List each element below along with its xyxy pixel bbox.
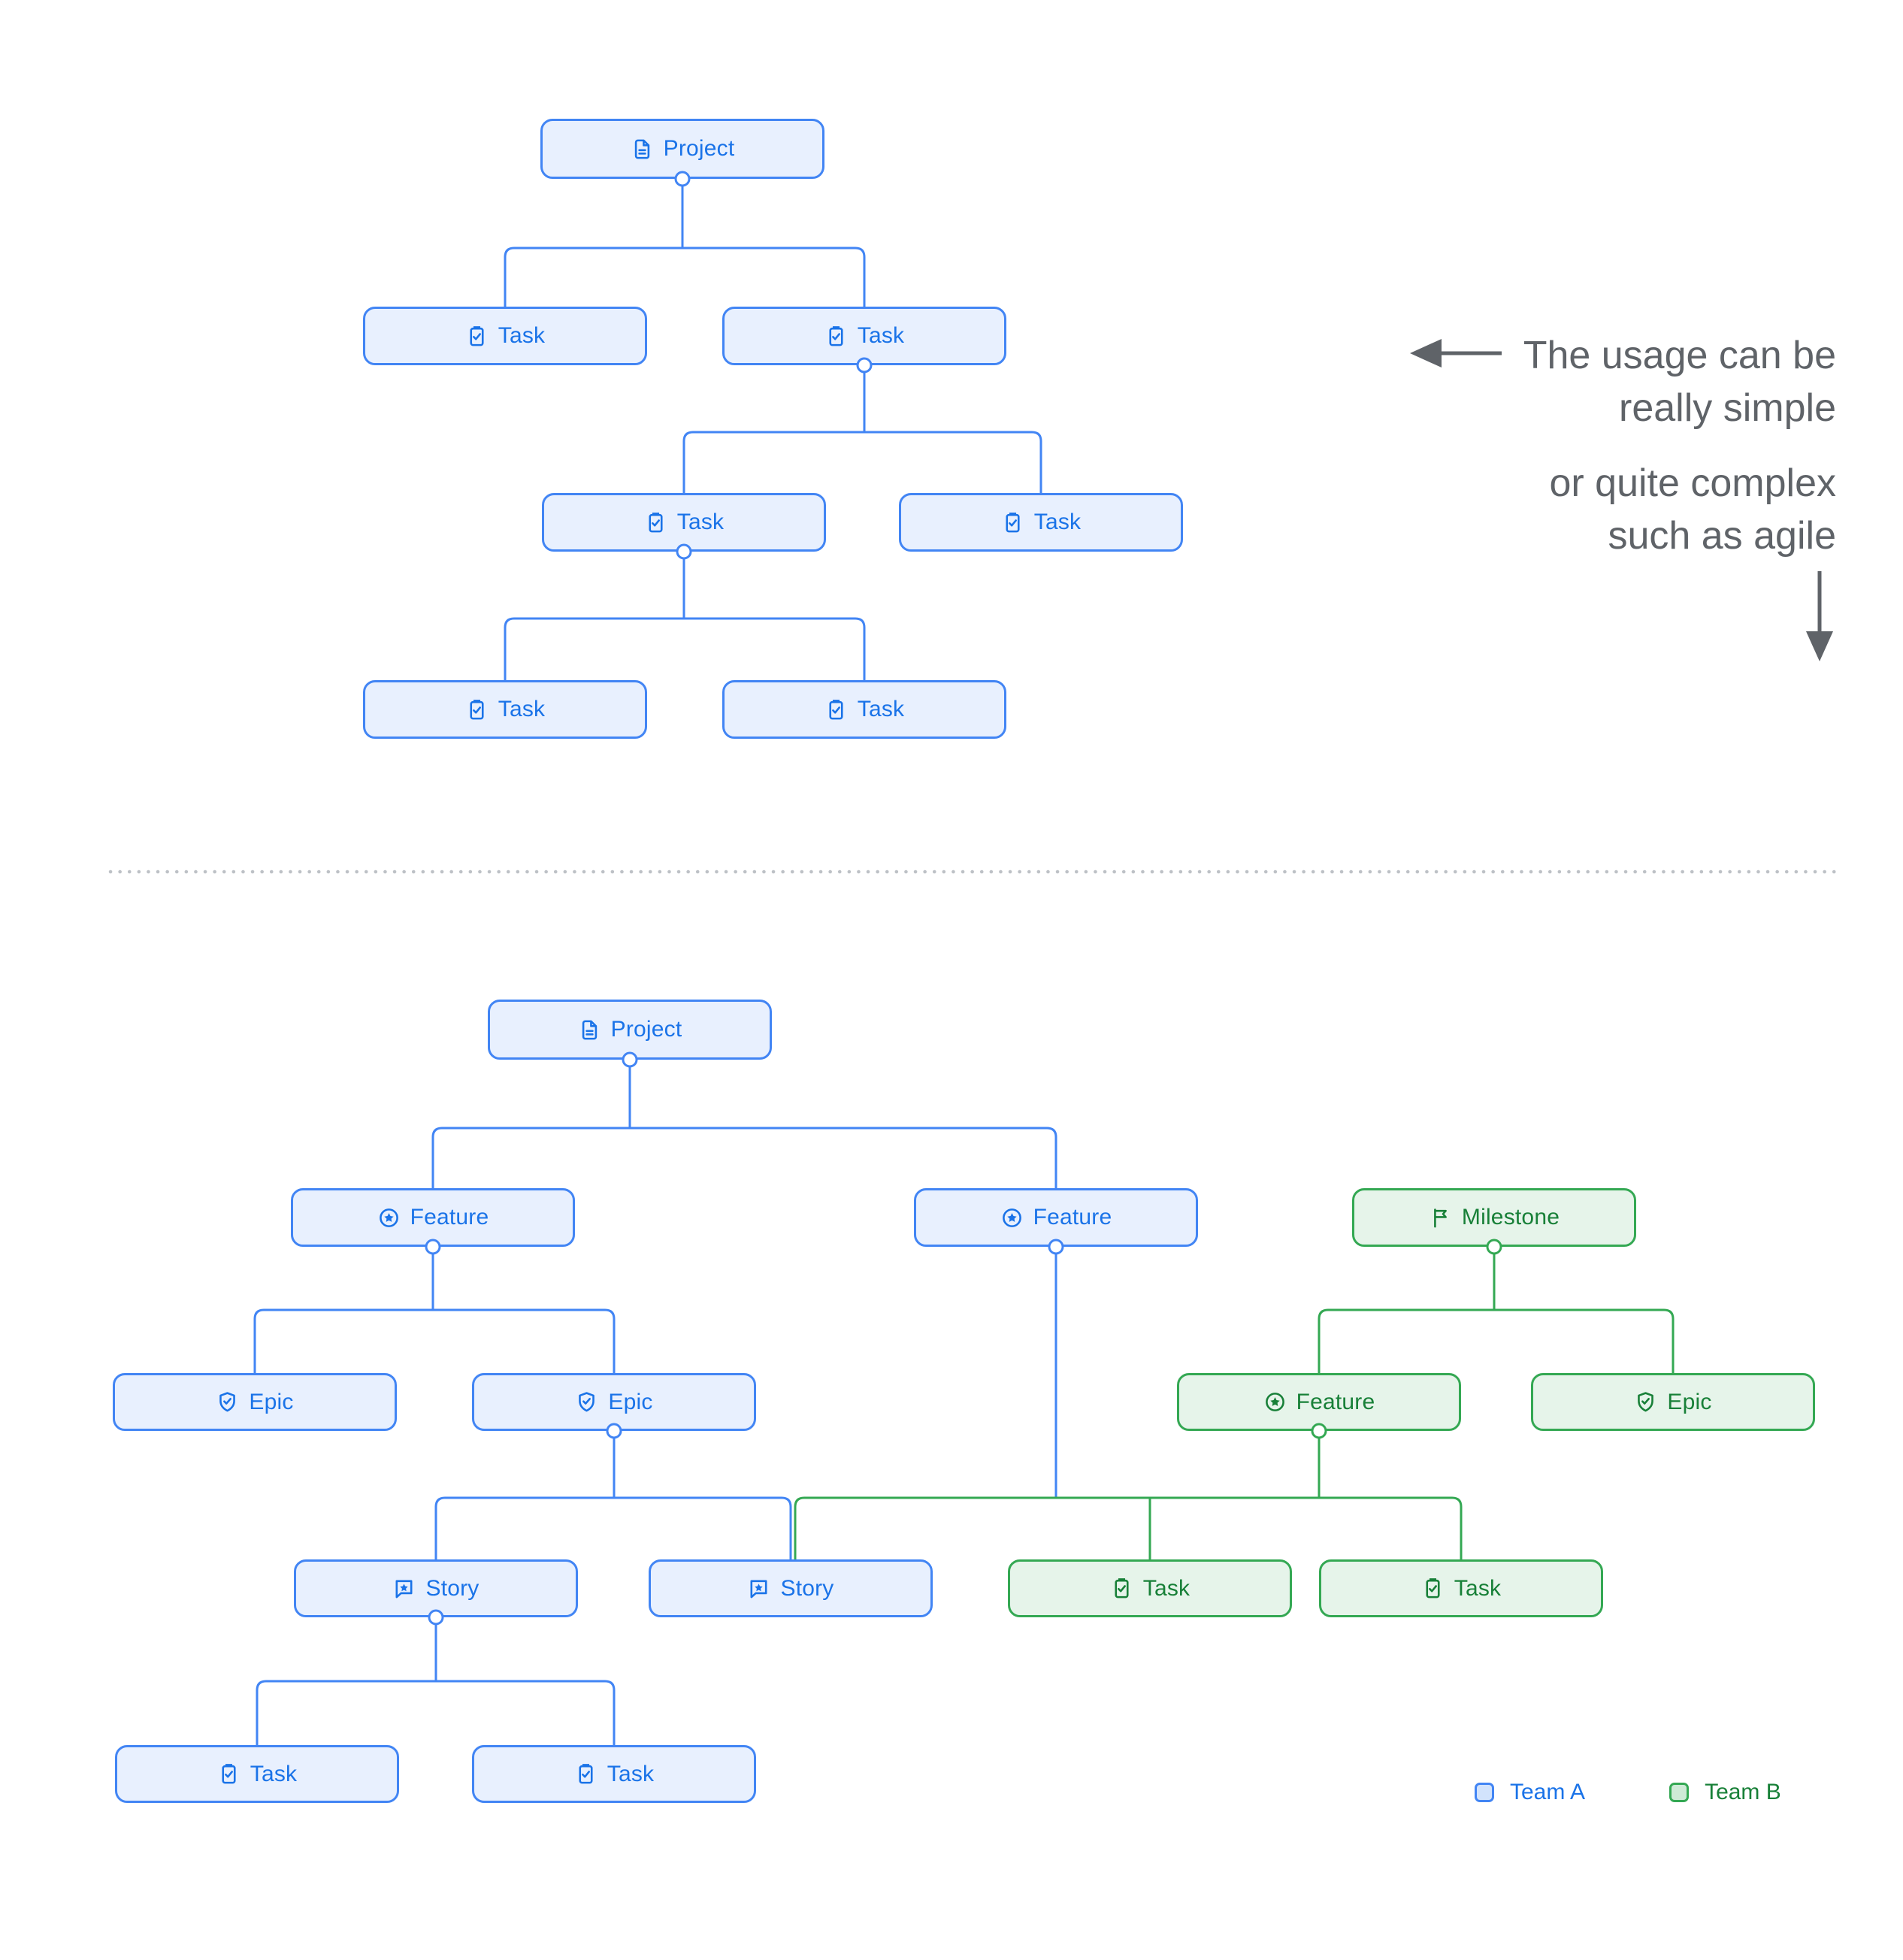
annotation-line-2: really simple bbox=[1619, 386, 1836, 430]
epic-icon bbox=[216, 1390, 239, 1414]
node-label: Story bbox=[780, 1575, 834, 1601]
task-icon bbox=[824, 325, 848, 348]
team-b-swatch bbox=[1669, 1783, 1690, 1802]
legend-item-team-a: Team A bbox=[1475, 1780, 1585, 1805]
node-complex-feature-3[interactable]: Feature bbox=[1177, 1373, 1461, 1431]
document-icon bbox=[631, 138, 654, 161]
node-label: Feature bbox=[1296, 1389, 1375, 1414]
node-complex-epic-1[interactable]: Epic bbox=[113, 1373, 397, 1431]
task-icon bbox=[1421, 1577, 1445, 1600]
node-label: Task bbox=[857, 323, 905, 348]
node-label: Feature bbox=[1033, 1205, 1112, 1230]
node-simple-task-4[interactable]: Task bbox=[899, 493, 1183, 552]
document-icon bbox=[578, 1018, 601, 1042]
node-label: Task bbox=[1033, 510, 1082, 534]
node-simple-task-2[interactable]: Task bbox=[722, 307, 1006, 365]
node-complex-story-1[interactable]: Story bbox=[294, 1559, 578, 1617]
node-simple-task-6[interactable]: Task bbox=[722, 680, 1006, 739]
node-label: Project bbox=[610, 1017, 682, 1042]
node-complex-epic-3[interactable]: Epic bbox=[1531, 1373, 1815, 1431]
node-simple-task-1[interactable]: Task bbox=[363, 307, 647, 365]
node-label: Milestone bbox=[1461, 1205, 1560, 1230]
epic-icon bbox=[575, 1390, 598, 1414]
node-complex-task-b[interactable]: Task bbox=[472, 1745, 756, 1803]
node-label: Task bbox=[1454, 1575, 1502, 1601]
node-label: Task bbox=[676, 510, 725, 534]
task-icon bbox=[644, 511, 667, 534]
node-complex-epic-2[interactable]: Epic bbox=[472, 1373, 756, 1431]
node-label: Epic bbox=[608, 1389, 653, 1414]
node-label: Task bbox=[498, 323, 546, 348]
node-label: Epic bbox=[249, 1389, 294, 1414]
story-icon bbox=[392, 1577, 416, 1600]
node-complex-task-g2[interactable]: Task bbox=[1319, 1559, 1603, 1617]
task-icon bbox=[574, 1762, 598, 1786]
node-label: Task bbox=[1142, 1575, 1191, 1601]
node-label: Task bbox=[857, 697, 905, 721]
node-label: Task bbox=[607, 1761, 655, 1786]
team-b-label: Team B bbox=[1705, 1780, 1781, 1804]
team-a-swatch bbox=[1475, 1783, 1494, 1802]
node-simple-task-5[interactable]: Task bbox=[363, 680, 647, 739]
node-simple-task-3[interactable]: Task bbox=[542, 493, 826, 552]
annotation-text: The usage can be really simple or quite … bbox=[1523, 329, 1836, 562]
node-label: Task bbox=[498, 697, 546, 721]
story-icon bbox=[747, 1577, 770, 1600]
task-icon bbox=[217, 1762, 241, 1786]
node-complex-story-2[interactable]: Story bbox=[649, 1559, 933, 1617]
node-complex-feature-2[interactable]: Feature bbox=[914, 1188, 1198, 1247]
legend: Team A Team B bbox=[1475, 1780, 1781, 1805]
feature-icon bbox=[377, 1206, 401, 1230]
node-label: Story bbox=[425, 1575, 480, 1601]
annotation-line-4: such as agile bbox=[1608, 514, 1836, 558]
task-icon bbox=[465, 325, 489, 348]
node-complex-project[interactable]: Project bbox=[488, 1000, 772, 1060]
node-complex-task-a[interactable]: Task bbox=[115, 1745, 399, 1803]
node-label: Project bbox=[663, 136, 735, 161]
node-complex-feature-1[interactable]: Feature bbox=[291, 1188, 575, 1247]
legend-item-team-b: Team B bbox=[1669, 1780, 1781, 1805]
node-label: Epic bbox=[1667, 1389, 1712, 1414]
task-icon bbox=[465, 698, 489, 721]
node-label: Feature bbox=[410, 1205, 489, 1230]
task-icon bbox=[1110, 1577, 1133, 1600]
epic-icon bbox=[1634, 1390, 1657, 1414]
task-icon bbox=[1001, 511, 1024, 534]
team-a-label: Team A bbox=[1510, 1780, 1586, 1804]
annotation-line-3: or quite complex bbox=[1549, 461, 1836, 505]
node-complex-milestone[interactable]: Milestone bbox=[1352, 1188, 1636, 1247]
milestone-icon bbox=[1429, 1206, 1452, 1230]
node-label: Task bbox=[250, 1761, 298, 1786]
annotation-line-1: The usage can be bbox=[1523, 334, 1836, 377]
feature-icon bbox=[1263, 1390, 1287, 1414]
node-simple-project[interactable]: Project bbox=[540, 119, 824, 179]
feature-icon bbox=[1000, 1206, 1024, 1230]
task-icon bbox=[824, 698, 848, 721]
node-complex-task-g1[interactable]: Task bbox=[1008, 1559, 1292, 1617]
